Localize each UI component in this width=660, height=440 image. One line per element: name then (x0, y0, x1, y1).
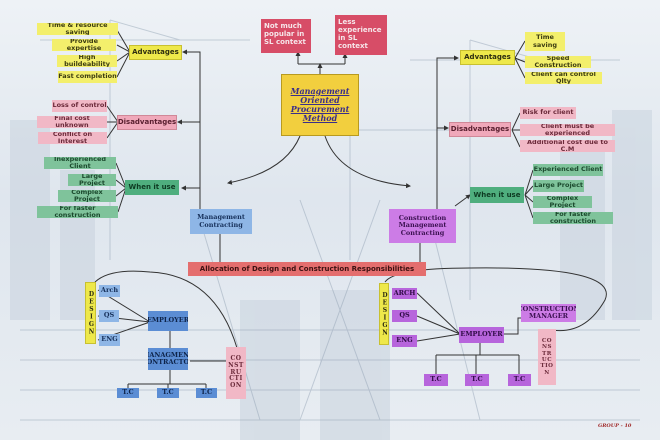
left-when-label: When it use (125, 180, 179, 195)
left-construction-node: CONSTRUCTION (226, 347, 246, 399)
right-tc-node: T.C (424, 374, 448, 386)
left-when-item: Large Project (68, 174, 116, 186)
right-tc-node: T.C (465, 374, 489, 386)
right-disadvantage: Additional cost due to C.M (520, 140, 615, 152)
right-arch-node: ARCH (392, 288, 417, 299)
right-eng-node: ENG (392, 335, 417, 347)
left-disadvantage: Final cost unknown (37, 116, 107, 128)
left-advantages-label: Advantages (129, 45, 182, 60)
right-disadvantage: Risk for client (520, 107, 576, 119)
main-topic: Management Oriented Procurement Method (281, 74, 359, 136)
right-advantages-label: Advantages (460, 50, 515, 65)
right-construction-label: CONSTRUCTION (540, 338, 554, 376)
left-advantage: Provide expertise (52, 39, 116, 51)
credit-signature: GROUP - 10 (598, 423, 632, 429)
right-disadvantage: Client must be experienced (520, 124, 615, 136)
right-tc-node: T.C (508, 374, 531, 386)
right-construction-node: CONSTRUCTION (538, 329, 556, 385)
note-not-popular: Not much popular in SL context (261, 19, 311, 53)
right-when-item: Large Project (533, 180, 584, 192)
left-design-letters: DESIGN (87, 290, 95, 336)
construction-management-node: Construction Management Contracting (389, 209, 456, 243)
left-arch-node: Arch (99, 285, 120, 297)
left-advantage: High buildeability (57, 55, 117, 67)
right-employer-node: EMPLOYER (459, 327, 504, 343)
left-qs-node: QS (99, 310, 119, 322)
note-less-experience: Less experience in SL context (335, 15, 387, 55)
left-eng-node: ENG (99, 334, 120, 346)
left-construction-label: CONSTRUCTION (228, 354, 244, 390)
right-when-item: Complex Project (533, 196, 592, 208)
right-when-item: Experienced Client (533, 164, 603, 176)
management-contracting-node: Management Contracting (190, 209, 252, 234)
right-when-item: For faster construction (533, 212, 613, 224)
left-disadvantage: Conflict on Interest (38, 132, 107, 144)
left-employer-node: EMPLOYER (148, 311, 188, 331)
left-design-column: DESIGN (85, 282, 96, 344)
right-when-label: When it use (470, 187, 524, 203)
left-disadvantages-label: Disadvantages (117, 115, 177, 130)
right-qs-node: QS (392, 310, 417, 322)
left-tc-node: T.C (117, 388, 139, 398)
right-advantage: Speed Construction (525, 56, 591, 68)
left-advantage: Time & resource saving (37, 23, 118, 35)
right-advantage: Time saving (525, 32, 565, 51)
left-disadvantage: Loss of control (52, 100, 107, 112)
allocation-banner: Allocation of Design and Construction Re… (188, 262, 426, 276)
left-when-item: Inexperienced Client (44, 157, 116, 169)
left-manager-node: MANAGMENT CONTRACTOR (148, 348, 188, 370)
left-tc-node: T.C (196, 388, 217, 398)
right-disadvantages-label: Disadvantages (449, 122, 511, 137)
right-design-column: DESIGN (379, 283, 389, 345)
construction-manager-node: CONSTRUCTION MANAGER (521, 304, 576, 322)
right-design-letters: DESIGN (381, 291, 389, 337)
left-advantage: Fast completion (58, 71, 117, 83)
left-when-item: Complex Project (58, 190, 116, 202)
right-advantage: Client can control Qlty (525, 72, 602, 84)
left-tc-node: T.C (157, 388, 179, 398)
left-when-item: For faster construction (37, 206, 118, 218)
